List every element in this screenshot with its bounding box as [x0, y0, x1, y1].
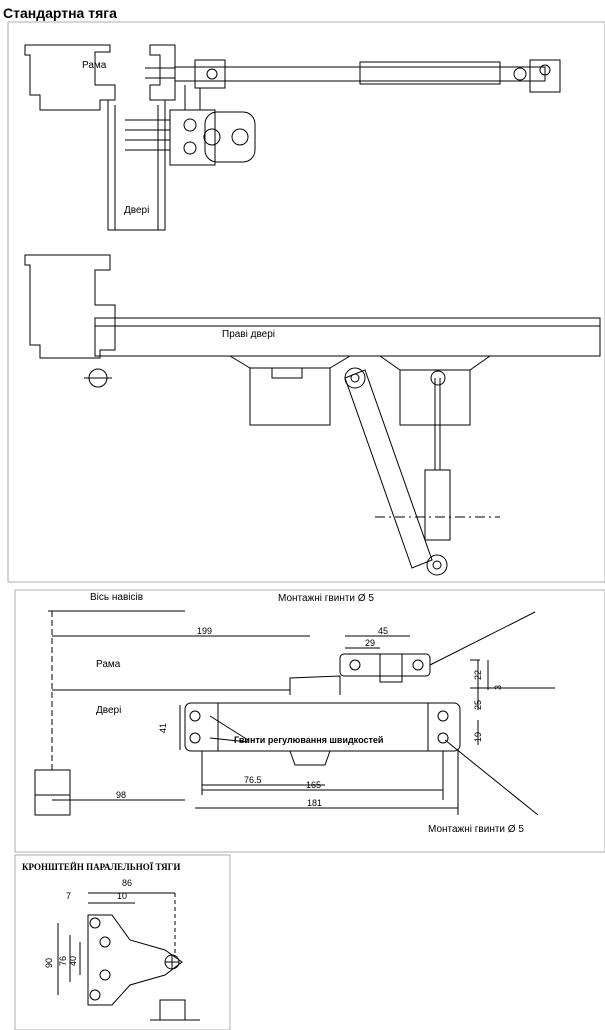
panel4-drawing	[14, 854, 231, 1030]
arm-end	[529, 59, 561, 93]
panel1-drawing	[7, 21, 605, 583]
dim-45: 45	[378, 626, 389, 636]
mount-screws-bottom-label: Монтажні гвинти Ø 5	[428, 824, 524, 835]
panel4-title: КРОНШТЕЙН ПАРАЛЕЛЬНОЇ ТЯГИ	[22, 862, 181, 872]
parallel-bracket-plate	[87, 914, 183, 1006]
dim-41: 41	[158, 722, 168, 733]
parallel-bracket	[379, 355, 491, 371]
dim-7: 7	[66, 891, 72, 901]
speed-screws-label: Гвинти регулювання швидкостей	[234, 735, 384, 745]
panel1-frame-label: Рама	[82, 60, 107, 71]
dim-90: 90	[44, 957, 54, 968]
dim-165: 165	[306, 780, 322, 790]
arm-pivot	[194, 59, 226, 89]
arm-sleeve	[359, 61, 501, 85]
page-title: Стандартна тяга	[3, 5, 117, 21]
hinge-block	[34, 769, 71, 816]
hinge-axis-label: Вісь навісів	[90, 592, 144, 603]
closer-body	[169, 109, 216, 166]
panel1-door-label: Двері	[124, 205, 150, 216]
closer-body-top	[184, 702, 461, 752]
dim-40: 40	[68, 955, 78, 966]
main-arm	[344, 369, 433, 569]
panel2-drawing	[24, 254, 601, 576]
panel3-frame-label: Рама	[96, 659, 121, 670]
frame-profile-2	[24, 254, 116, 359]
panel3-door-label: Двері	[96, 705, 122, 716]
panel4-border	[14, 854, 231, 1030]
rod-tube	[424, 469, 451, 541]
frame-profile	[24, 44, 116, 111]
closer-flange	[204, 111, 256, 163]
dim-10: 10	[117, 891, 128, 901]
dim-76: 76	[58, 955, 68, 966]
door-slab	[94, 317, 601, 357]
panel12-border	[7, 21, 605, 583]
dim-3: 3	[493, 684, 503, 690]
dim-86: 86	[122, 878, 133, 888]
dim-19: 19	[473, 731, 483, 742]
closer-arm-stub	[289, 675, 341, 695]
valve-body	[289, 750, 331, 766]
dim-181: 181	[307, 798, 323, 808]
dim-76-5: 76.5	[244, 775, 262, 785]
frame-clip	[149, 44, 176, 101]
dim-22: 22	[473, 669, 483, 680]
panel2-door-label: Праві двері	[222, 329, 276, 340]
panel3-border	[14, 589, 605, 853]
closer-bracket	[229, 355, 351, 426]
dim-199: 199	[197, 626, 213, 636]
door-profile	[107, 100, 166, 231]
dim-29: 29	[365, 638, 376, 648]
dim-98: 98	[116, 790, 127, 800]
arm-bracket	[339, 653, 431, 677]
panel3-drawing	[14, 589, 605, 853]
dim-25: 25	[473, 699, 483, 710]
mount-screws-top-label: Монтажні гвинти Ø 5	[278, 593, 374, 604]
